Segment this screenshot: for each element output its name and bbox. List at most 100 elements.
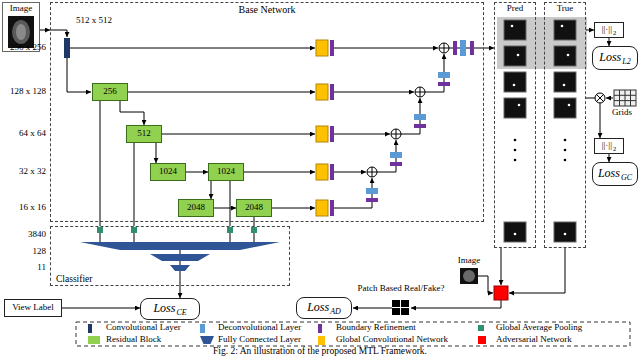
legend-swatch	[318, 336, 325, 345]
node-label: Loss	[598, 167, 620, 180]
ellipsis-dot	[514, 149, 517, 152]
wire	[50, 30, 67, 37]
loss-box: LossL2	[592, 46, 638, 70]
legend-item: Fully Connected Layer	[200, 334, 301, 346]
node-text: LossGC	[598, 167, 632, 180]
landmark-dot	[513, 84, 516, 87]
legend-item: Adversarial Network	[478, 334, 572, 346]
wire	[70, 48, 315, 49]
connector	[609, 38, 610, 46]
node-label: ||·||	[602, 25, 612, 35]
layer-size: 11	[37, 263, 46, 273]
resolution-label: 16 x 16	[19, 203, 46, 213]
legend-item: Global Average Pooling	[478, 322, 582, 334]
gcn-block	[316, 164, 328, 180]
sum-nodes	[367, 43, 449, 177]
sum-symbol	[415, 87, 425, 97]
legend-label: Residual Block	[106, 335, 161, 345]
sum-symbol	[367, 167, 377, 177]
deconv-layer	[414, 114, 426, 120]
wire	[478, 276, 493, 293]
sum-symbol	[391, 129, 401, 139]
node-text: ||·||2	[602, 25, 616, 35]
node-text: LossAD	[307, 301, 341, 314]
node-text: LossL2	[599, 51, 630, 64]
heatmap	[504, 222, 526, 242]
layer-size: 128	[33, 247, 47, 257]
ellipsis-dot	[564, 139, 567, 142]
node-text: 512	[137, 129, 151, 139]
subscript: 2	[613, 29, 616, 36]
connector	[214, 208, 236, 209]
fc-layer	[170, 265, 190, 271]
sum-symbol	[367, 167, 377, 177]
wire	[411, 300, 501, 308]
legend-swatch	[200, 324, 205, 333]
grid-branch	[595, 90, 636, 106]
node-text: ||·||2	[602, 141, 616, 151]
network-group: Base Network2565121024102420482048	[50, 2, 484, 222]
heatmap	[504, 20, 526, 40]
view-label-box: View Label	[4, 299, 62, 317]
landmark-dot	[567, 54, 570, 57]
node-label: View Label	[12, 303, 54, 313]
wire	[509, 248, 565, 293]
landmark-dot	[518, 104, 521, 107]
legend-item: Residual Block	[88, 334, 161, 346]
node-label: 1024	[159, 167, 177, 177]
connector	[484, 48, 494, 49]
deconv-layer	[390, 152, 402, 158]
node-label: Loss	[599, 51, 621, 64]
node-label: Loss	[307, 301, 329, 314]
node-label: Loss	[153, 302, 175, 315]
node-label: 256	[103, 87, 117, 97]
sum-symbol	[391, 129, 401, 139]
node-label: Classifier	[56, 274, 92, 284]
patch-cell	[392, 300, 400, 307]
patch-cell	[401, 300, 409, 307]
boundary-refinement	[330, 200, 334, 216]
landmark-dot	[517, 54, 520, 57]
patch-cell	[401, 308, 409, 315]
node-text: True	[557, 4, 574, 14]
node-label: 512	[137, 129, 151, 139]
connector	[211, 181, 212, 199]
adversarial-network	[494, 286, 508, 300]
boundary-refinement	[390, 162, 402, 166]
residual-block: 256	[92, 83, 128, 101]
subscript: AD	[330, 308, 341, 317]
boundary-refinement	[453, 41, 457, 55]
legend-item: Boundary Refinement	[318, 322, 416, 334]
ellipsis-dot	[564, 149, 567, 152]
ellipsis-dot	[564, 159, 567, 162]
wire	[334, 134, 390, 135]
multiply-symbol	[597, 95, 604, 102]
norm-box: ||·||2	[594, 138, 624, 154]
legend-swatch	[478, 336, 486, 344]
heatmap	[504, 98, 526, 118]
deconv-layer	[438, 72, 450, 78]
patch-label: Patch Based Real/Fake?	[358, 284, 445, 294]
heatmap	[554, 98, 576, 118]
loss-box: LossAD	[296, 297, 352, 319]
node-label: 2048	[245, 203, 263, 213]
heatmap	[554, 72, 576, 92]
ellipsis-dot	[514, 139, 517, 142]
gcn-block	[316, 200, 328, 216]
network-wires	[50, 30, 484, 208]
node-text: 1024	[159, 167, 177, 177]
thumbnail-organ	[16, 24, 26, 40]
wire	[334, 172, 366, 173]
node-label: 2048	[187, 203, 205, 213]
grid-icon	[614, 90, 636, 106]
resolution-label: 256 x 256	[10, 43, 46, 53]
residual-block: 512	[126, 125, 162, 143]
boundary-refinement	[366, 198, 378, 202]
node-label: 1024	[217, 167, 235, 177]
landmark-dot	[563, 84, 566, 87]
connector	[62, 308, 140, 309]
legend-label: Convolutional Layer	[106, 323, 181, 333]
adversarial-branch	[353, 248, 565, 315]
